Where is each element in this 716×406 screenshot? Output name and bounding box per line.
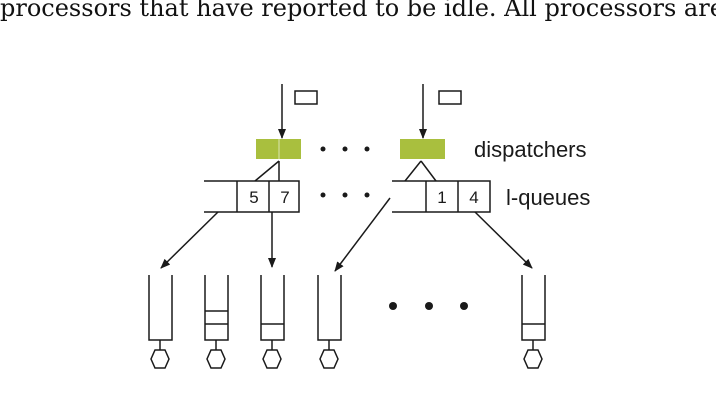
body-text-cut-off: processors that have reported to be idle… [0,0,716,22]
label-dispatchers: dispatchers [474,137,587,162]
ellipsis-dispatchers [320,146,370,152]
processor-queue-4 [317,275,342,369]
processor-icon [319,349,339,369]
routing-arrows [160,197,533,272]
ellipsis-processors [389,302,468,310]
link-dispatcher-queue-left [254,160,280,182]
lqueue-left-cell-2: 7 [280,188,289,207]
lqueue-left [204,180,300,213]
lqueue-right [392,180,491,213]
link-dispatcher-queue-right [404,160,437,182]
ellipsis-queues [320,192,370,198]
lqueue-right-cell-2: 4 [469,188,478,207]
lqueue-right-cell-1: 1 [437,188,446,207]
dispatcher-right [400,139,445,159]
label-lqueues: l-queues [506,185,590,210]
processor-icon [150,349,170,369]
incoming-task-left [278,84,318,139]
processor-queue-2 [204,275,229,369]
incoming-task-right [419,84,462,139]
lqueue-left-cell-1: 5 [249,188,258,207]
processor-icon [523,349,543,369]
processor-icon [206,349,226,369]
processor-icon [262,349,282,369]
processor-queue-5 [521,275,546,369]
processor-queue-3 [260,275,285,369]
processor-queue-1 [148,275,173,369]
